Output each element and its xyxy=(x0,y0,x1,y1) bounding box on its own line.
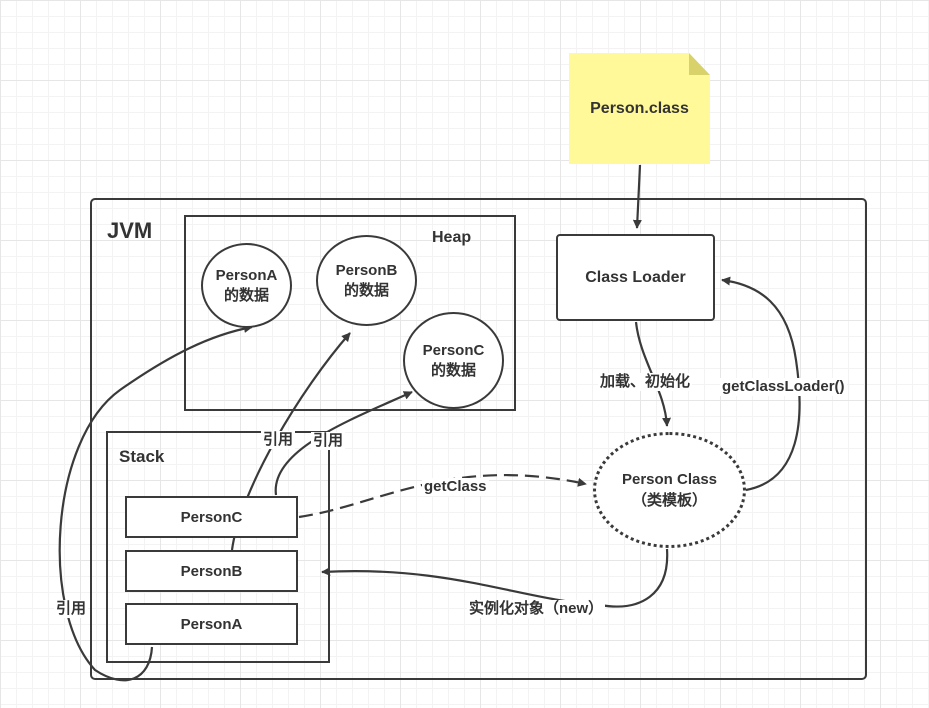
edge-label-ref-b: 引用 xyxy=(261,431,296,449)
edge-getclass xyxy=(298,473,587,519)
class-loader-label: Class Loader xyxy=(585,268,686,286)
edge-ref-a xyxy=(58,324,253,682)
heap-object-person-b: PersonB 的数据 xyxy=(316,235,417,326)
edge-template-to-loader xyxy=(721,276,801,492)
stack-frame-person-b: PersonB xyxy=(125,550,298,592)
jvm-label: JVM xyxy=(107,218,153,243)
class-loader-box: Class Loader xyxy=(556,234,715,321)
note-text: Person.class xyxy=(590,99,689,117)
stack-frame-person-a: PersonA xyxy=(125,603,298,645)
edge-label-ref-a: 引用 xyxy=(54,600,89,618)
edge-label-load-init: 加载、初始化 xyxy=(598,373,693,391)
edge-label-instantiate: 实例化对象（new） xyxy=(467,600,606,618)
heap-object-person-c: PersonC 的数据 xyxy=(403,312,504,409)
edge-label-ref-c: 引用 xyxy=(311,432,346,450)
edge-label-get-class-loader: getClassLoader() xyxy=(720,378,847,396)
heap-label: Heap xyxy=(432,229,472,246)
heap-container xyxy=(184,215,516,411)
stack-frame-person-c: PersonC xyxy=(125,496,298,538)
edge-instantiate xyxy=(321,548,669,608)
person-class-file-note: Person.class xyxy=(569,53,710,164)
stack-label: Stack xyxy=(119,447,165,466)
jvm-container xyxy=(90,198,867,680)
stack-container xyxy=(106,431,330,663)
edge-label-get-class: getClass xyxy=(422,478,489,496)
person-class-template: Person Class （类模板） xyxy=(593,432,746,548)
edge-note-to-loader xyxy=(632,164,642,229)
heap-object-person-a: PersonA 的数据 xyxy=(201,243,292,328)
